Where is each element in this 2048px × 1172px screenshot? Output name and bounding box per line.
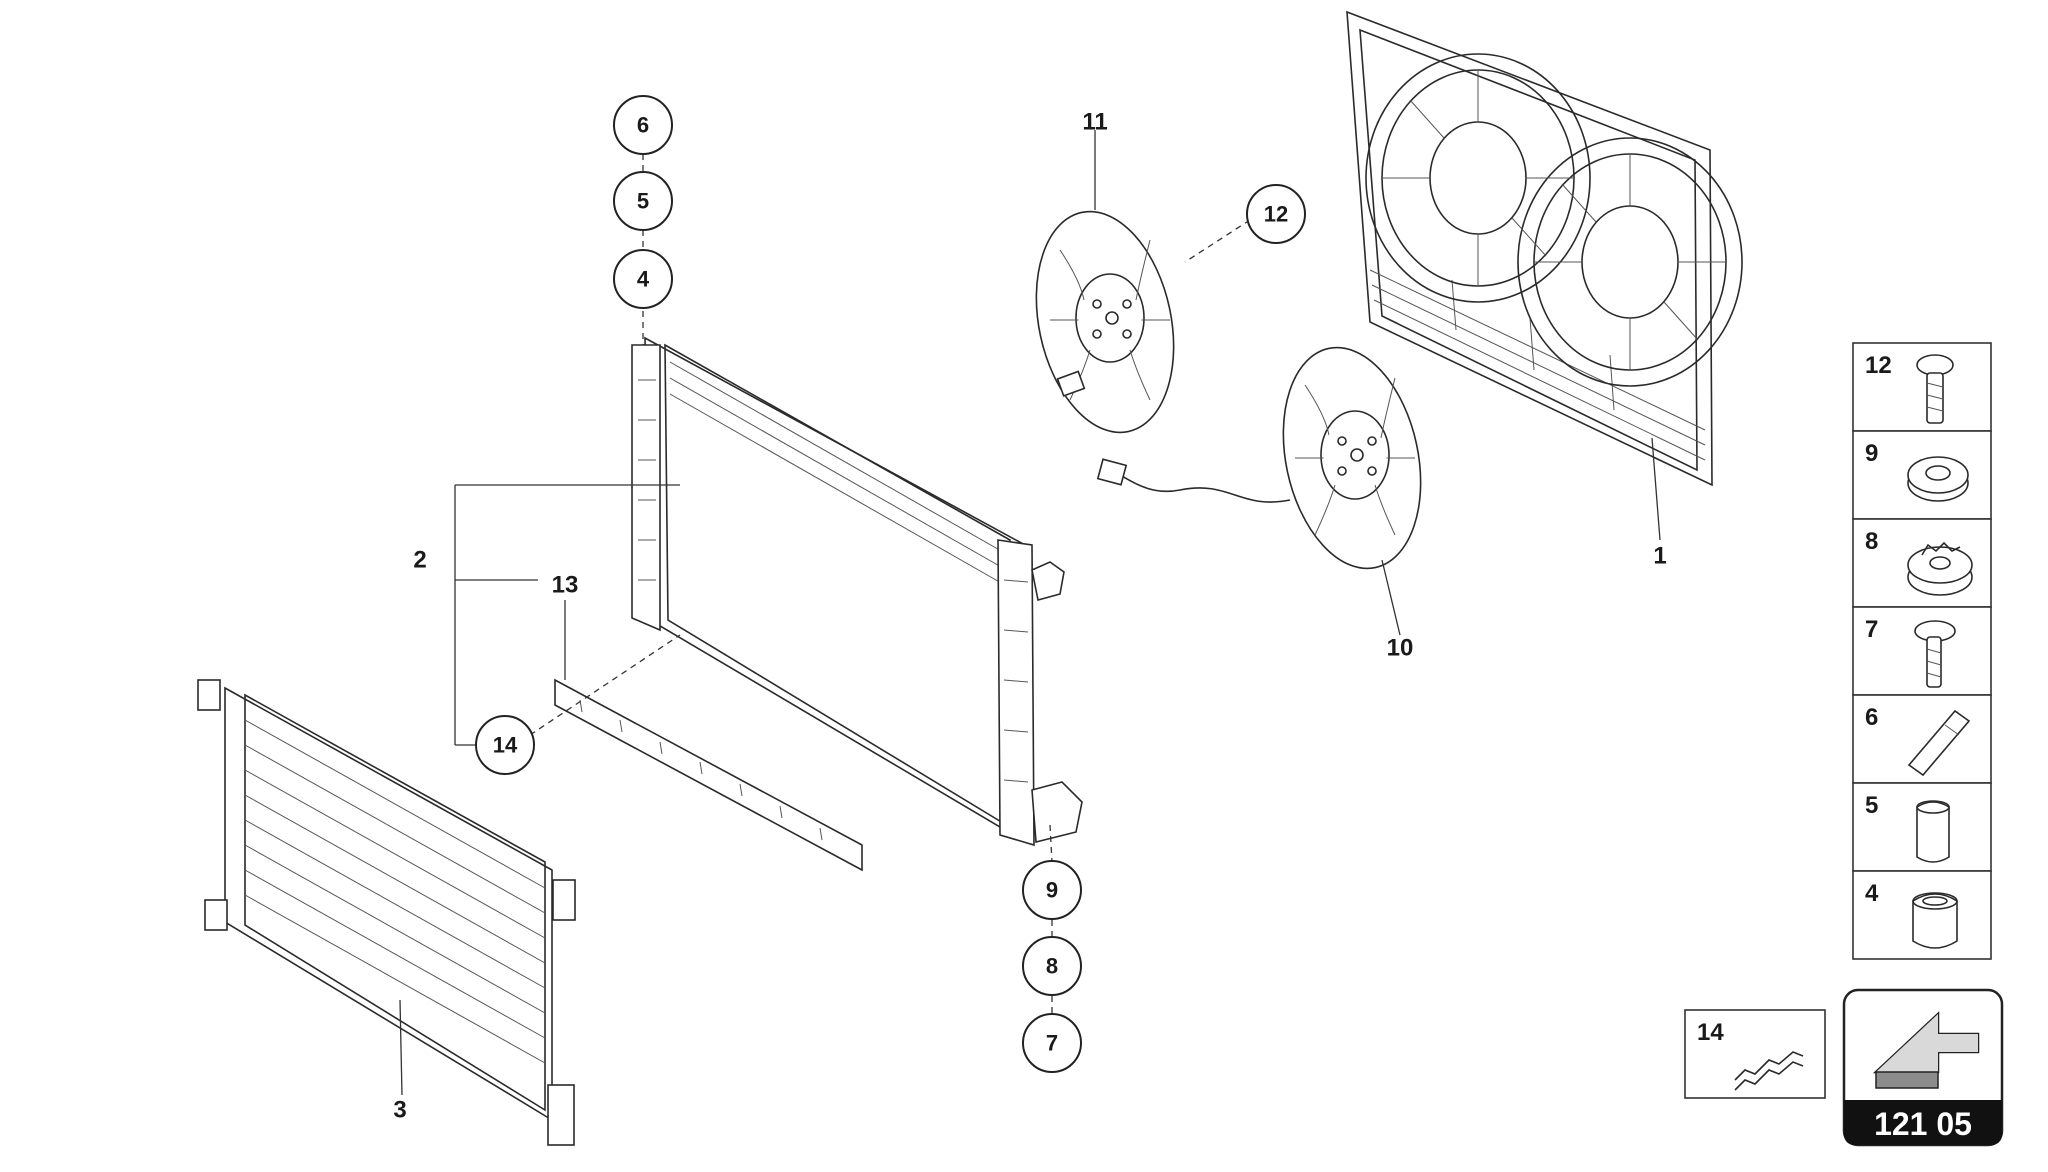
label-1: 1 [1653, 543, 1666, 570]
radiator [631, 300, 1083, 863]
callout-7: 7 [1022, 1013, 1082, 1073]
svg-text:14: 14 [493, 733, 518, 758]
legend-item: 5 [1852, 782, 1992, 872]
condenser [197, 679, 576, 1146]
callout-6: 6 [613, 95, 673, 155]
bolt-icon [1914, 620, 1956, 688]
svg-text:8: 8 [1865, 528, 1878, 555]
callout-14: 14 [475, 715, 535, 775]
svg-text:5: 5 [637, 189, 649, 214]
fan-blade-11 [1035, 130, 1175, 434]
callout-8: 8 [1022, 936, 1082, 996]
legend-item: 8 [1852, 518, 1992, 608]
svg-text:9: 9 [1046, 878, 1058, 903]
fan-shroud [1346, 10, 1743, 541]
legend-item: 6 [1852, 694, 1992, 784]
callout-4: 4 [613, 249, 673, 309]
label-10: 10 [1387, 635, 1414, 662]
svg-text:9: 9 [1865, 440, 1878, 467]
svg-text:12: 12 [1264, 202, 1288, 227]
screw-icon [1916, 354, 1954, 424]
svg-text:7: 7 [1046, 1031, 1058, 1056]
arrow-icon [1872, 1011, 1980, 1089]
grommet-icon [1907, 456, 1969, 502]
svg-text:4: 4 [637, 267, 650, 292]
legend-item: 9 [1852, 430, 1992, 520]
callout-12: 12 [1246, 184, 1306, 244]
label-3: 3 [393, 1097, 406, 1124]
label-2: 2 [413, 547, 426, 574]
legend-item-14: 14 [1684, 1009, 1826, 1099]
reference-badge: 121 05 [1842, 988, 2004, 1147]
callout-stack-top: 6 5 4 [613, 95, 673, 309]
svg-text:12: 12 [1865, 352, 1892, 379]
label-11: 11 [1082, 109, 1107, 136]
clip-icon [1916, 800, 1950, 863]
rubber-mount-icon [1912, 892, 1958, 949]
svg-text:14: 14 [1697, 1019, 1724, 1046]
svg-text:7: 7 [1865, 616, 1878, 643]
callout-stack-bottom: 9 8 7 [1022, 860, 1082, 1073]
seal-strip [554, 678, 863, 872]
reference-code: 121 05 [1874, 1106, 1972, 1142]
legend-item: 4 [1852, 870, 1992, 960]
callout-9: 9 [1022, 860, 1082, 920]
fan-blade-10 [1096, 346, 1422, 636]
seal-strip-icon [1734, 1051, 1804, 1091]
svg-text:6: 6 [1865, 704, 1878, 731]
legend-item: 7 [1852, 606, 1992, 696]
legend-item: 12 [1852, 342, 1992, 432]
callout-5: 5 [613, 171, 673, 231]
parts-legend: 12 9 8 [1852, 342, 1992, 960]
svg-text:4: 4 [1865, 880, 1879, 907]
svg-text:6: 6 [637, 113, 649, 138]
label-13: 13 [552, 572, 579, 599]
svg-text:5: 5 [1865, 792, 1878, 819]
mount-bushing-icon [1907, 541, 1973, 596]
svg-text:8: 8 [1046, 954, 1058, 979]
bracket-2 [454, 484, 681, 746]
pin-icon [1907, 709, 1971, 777]
